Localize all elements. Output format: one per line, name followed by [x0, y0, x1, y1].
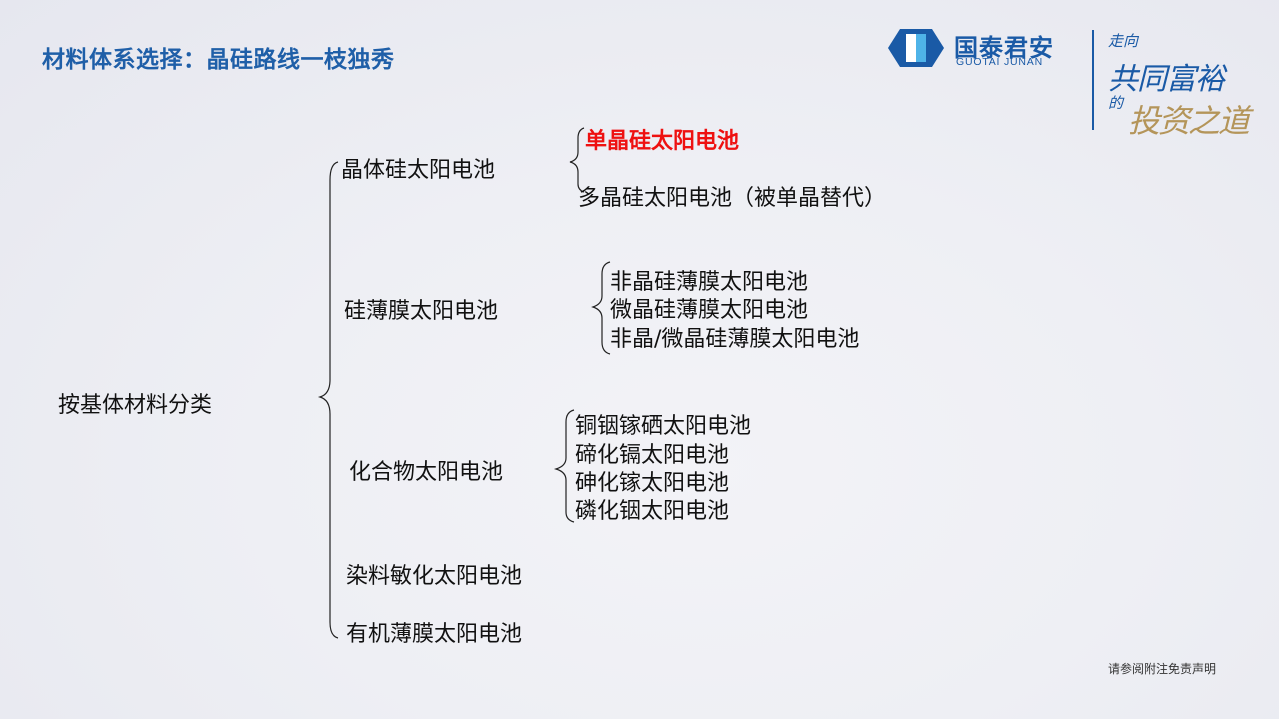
- slogan-line-4: 投资之道: [1128, 102, 1250, 140]
- leaf-amorphous: 非晶硅薄膜太阳电池: [610, 270, 809, 295]
- crystalline-brace-icon: [569, 127, 585, 193]
- company-logo: 国泰君安 GUOTAI JUNAN: [888, 28, 1078, 68]
- leaf-inp: 磷化铟太阳电池: [575, 499, 730, 524]
- disclaimer: 请参阅附注免责声明: [1108, 662, 1217, 676]
- page-title: 材料体系选择：晶硅路线一枝独秀: [42, 47, 395, 73]
- thin-film-brace-icon: [591, 261, 611, 355]
- leaf-polycrystalline: 多晶硅太阳电池（被单晶替代）: [578, 186, 887, 211]
- leaf-cigs: 铜铟镓硒太阳电池: [575, 414, 752, 439]
- leaf-gaas: 砷化镓太阳电池: [575, 471, 730, 496]
- logo-name-en: GUOTAI JUNAN: [956, 56, 1043, 68]
- slogan-line-3: 的: [1108, 94, 1124, 112]
- slogan-line-1: 走向: [1108, 32, 1139, 50]
- root-node: 按基体材料分类: [58, 393, 213, 418]
- leaf-cdte: 碲化镉太阳电池: [575, 443, 730, 468]
- leaf-amorphous-micro: 非晶/微晶硅薄膜太阳电池: [610, 327, 860, 352]
- leaf-microcrystalline: 微晶硅薄膜太阳电池: [610, 298, 809, 323]
- compound-brace-icon: [553, 409, 575, 523]
- guotai-junan-emblem-icon: [888, 29, 944, 67]
- slogan-line-2: 共同富裕: [1108, 62, 1225, 97]
- branch-silicon-thin-film: 硅薄膜太阳电池: [344, 299, 499, 324]
- root-brace-icon: [317, 161, 339, 639]
- branch-compound: 化合物太阳电池: [349, 460, 504, 485]
- branch-crystalline-silicon: 晶体硅太阳电池: [341, 158, 496, 183]
- leaf-monocrystalline: 单晶硅太阳电池: [585, 129, 740, 154]
- logo-divider: [1092, 30, 1094, 130]
- logo-name-cn: 国泰君安: [954, 34, 1054, 62]
- branch-dye-sensitized: 染料敏化太阳电池: [346, 564, 523, 589]
- branch-organic-thin-film: 有机薄膜太阳电池: [346, 622, 523, 647]
